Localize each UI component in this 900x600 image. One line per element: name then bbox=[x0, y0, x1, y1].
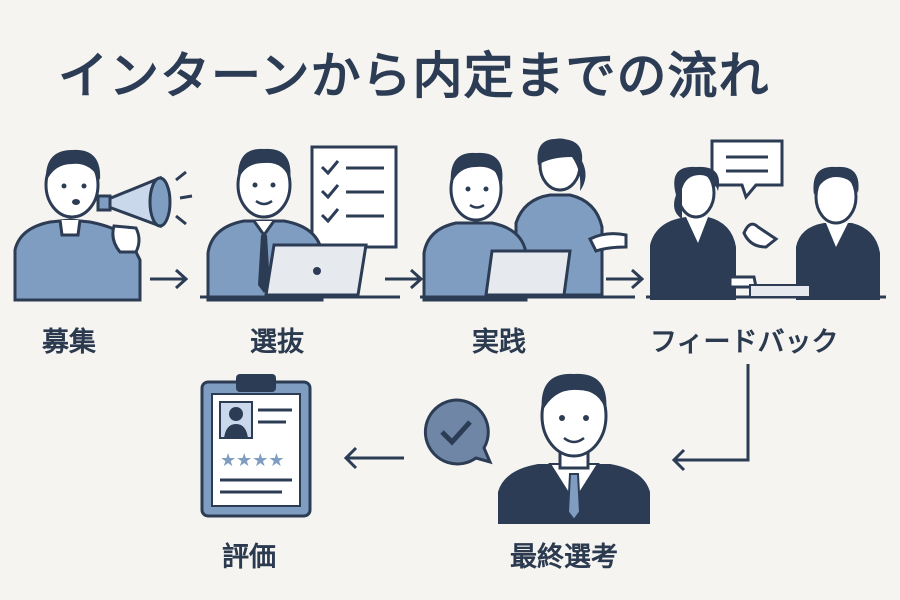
arrow-right-icon bbox=[150, 268, 189, 290]
arrow-left-icon bbox=[343, 446, 404, 470]
arrow-right-icon bbox=[606, 268, 645, 290]
step-evaluation-illustration: ★★★★ bbox=[196, 370, 316, 520]
step-label-evaluation: 評価 bbox=[222, 542, 276, 573]
step-label-feedback: フィードバック bbox=[650, 327, 839, 358]
arrow-right-icon bbox=[385, 268, 424, 290]
step-label-final-selection: 最終選考 bbox=[510, 542, 618, 573]
arrow-down-left-icon bbox=[671, 364, 750, 472]
step-label-recruitment: 募集 bbox=[42, 327, 96, 358]
step-recruitment-illustration bbox=[10, 140, 200, 305]
step-feedback-illustration bbox=[646, 135, 886, 305]
step-label-selection: 選抜 bbox=[250, 327, 304, 358]
step-selection-illustration bbox=[200, 135, 400, 305]
step-final-selection-illustration bbox=[494, 362, 654, 527]
step-label-practice: 実践 bbox=[472, 327, 526, 358]
step-practice-illustration bbox=[420, 135, 635, 305]
page-title: インターンから内定までの流れ bbox=[58, 47, 770, 105]
check-bubble-icon bbox=[423, 398, 493, 466]
rating-stars-icon: ★★★★ bbox=[220, 450, 285, 471]
